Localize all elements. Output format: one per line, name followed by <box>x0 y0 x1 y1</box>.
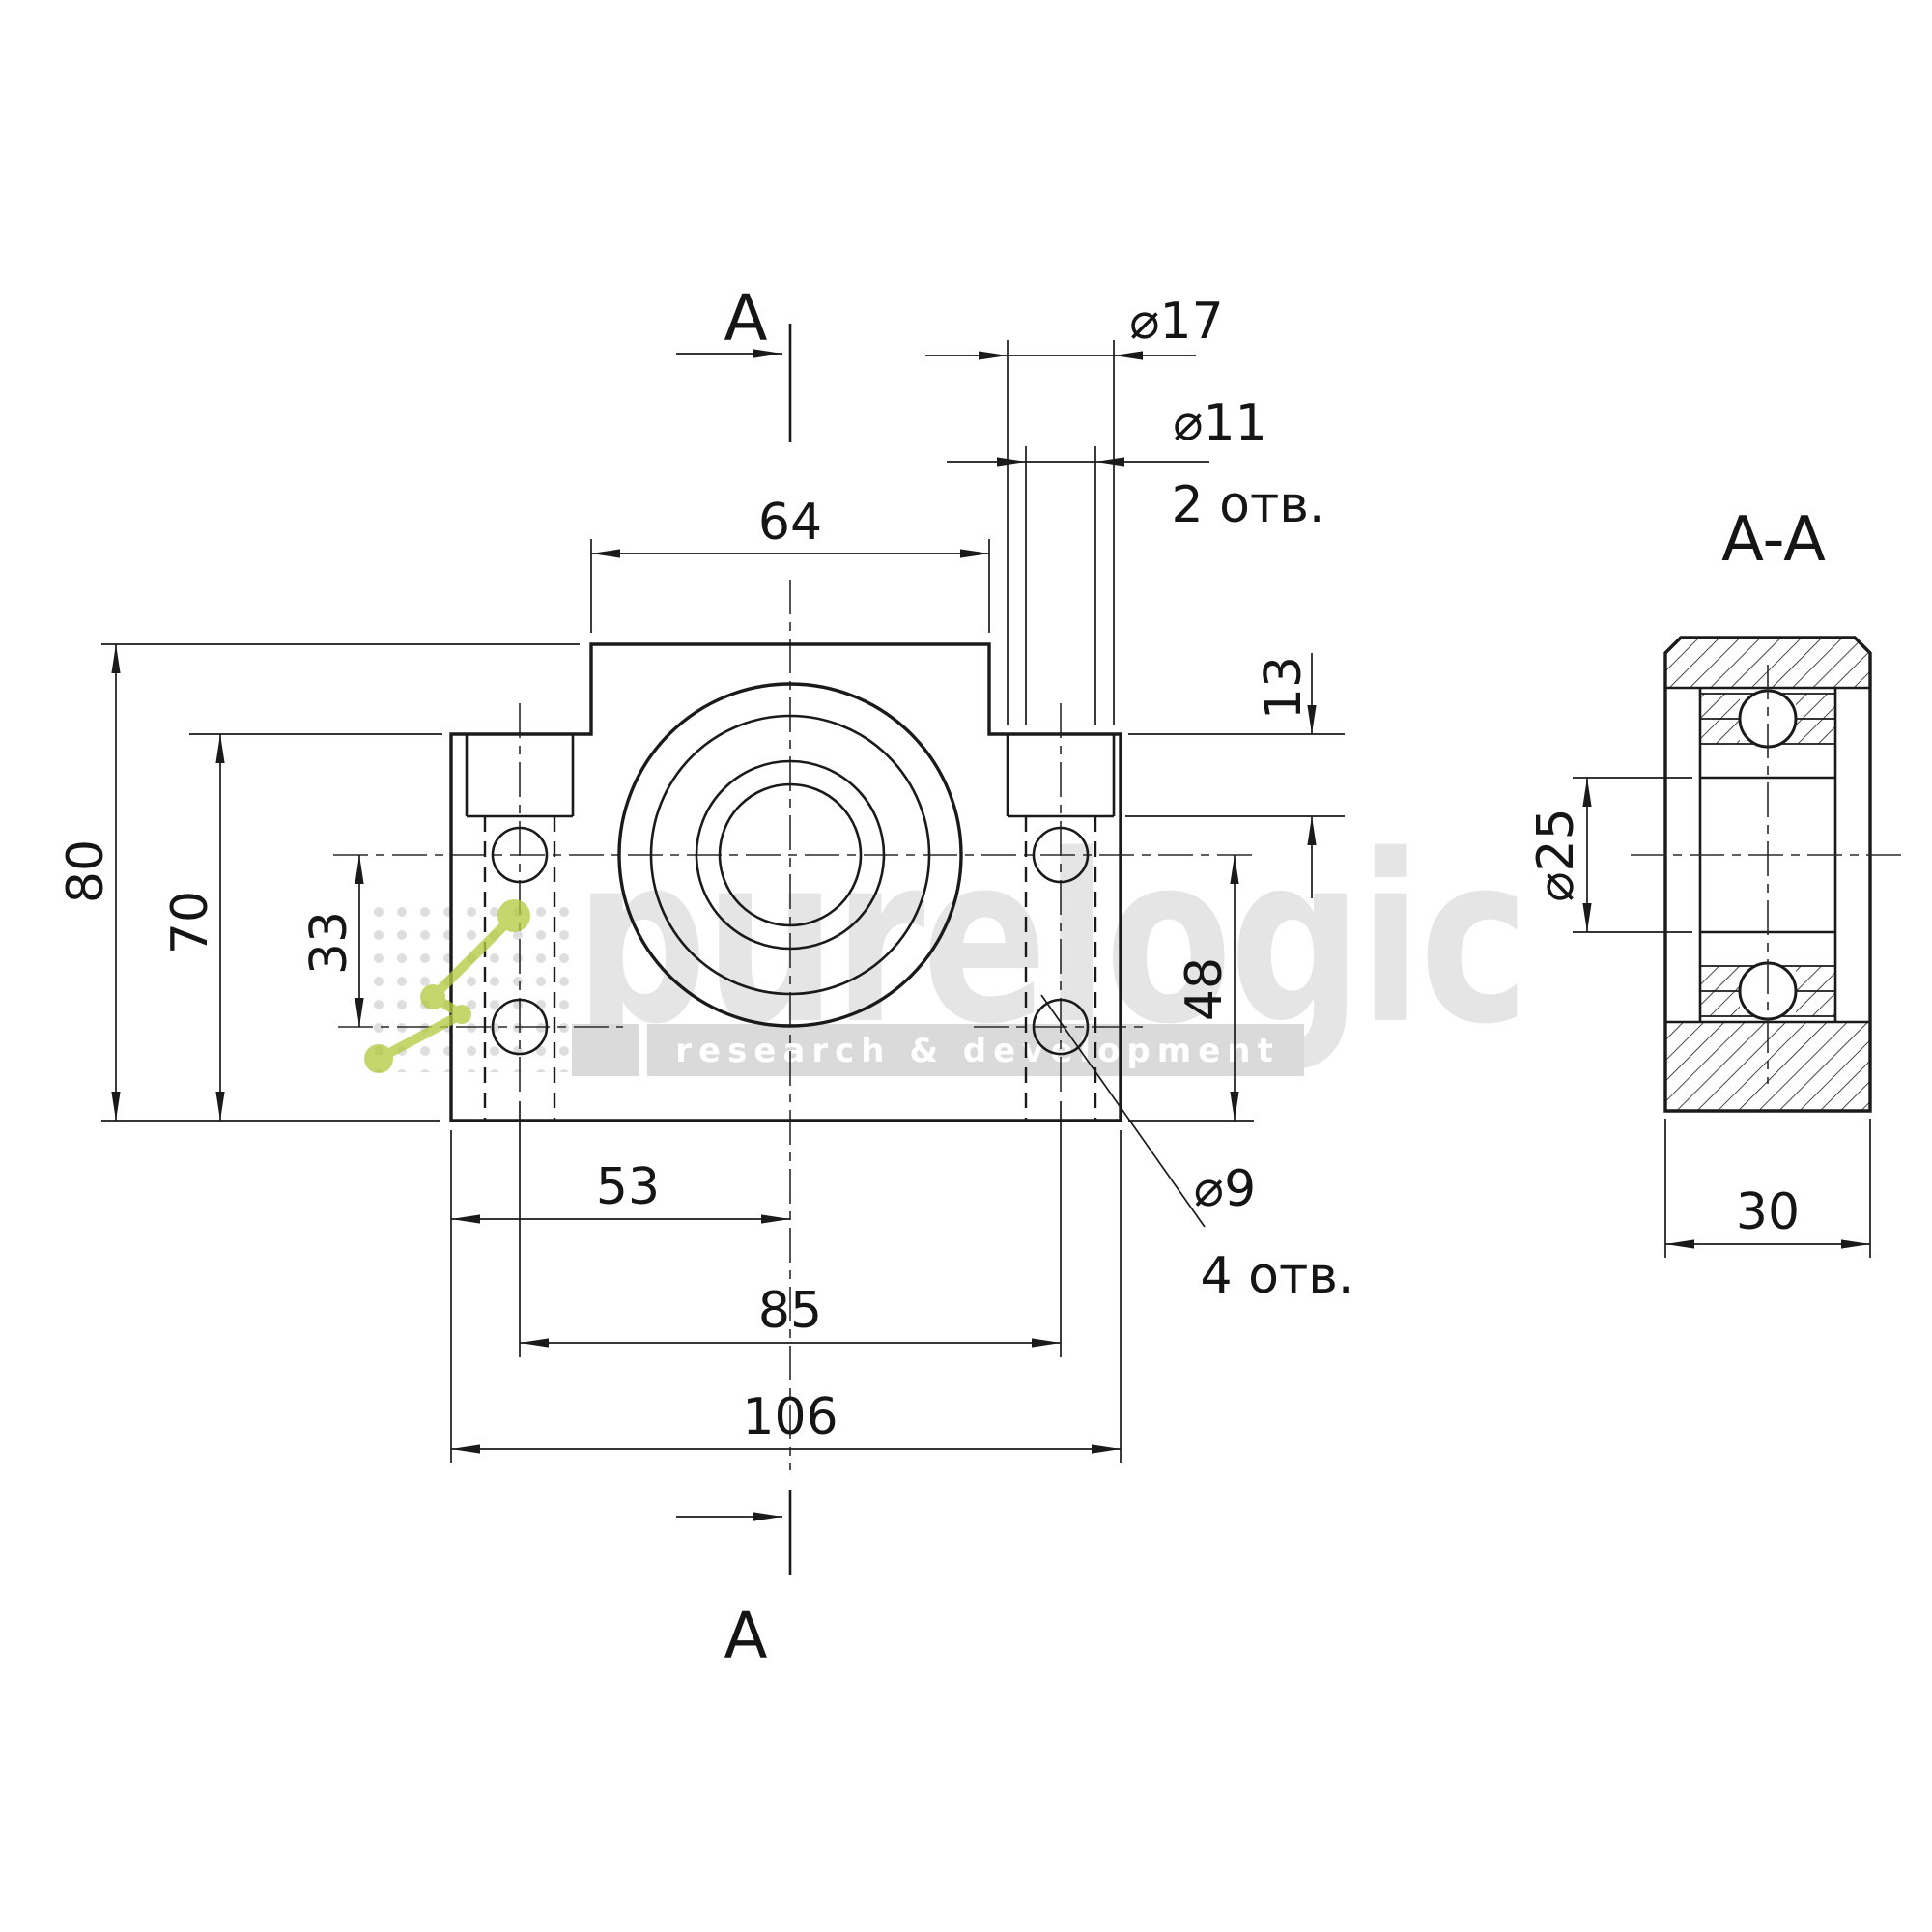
watermark-tagline-bar <box>647 1024 1304 1076</box>
mount-hole-top-right <box>1032 826 1090 884</box>
housing-top-hatch <box>1665 638 1870 688</box>
dim-counterbore-dia-label: ⌀17 <box>1129 293 1223 351</box>
dim-total-width-label: 106 <box>742 1388 838 1446</box>
dim-total-width: 106 <box>451 1130 1122 1463</box>
mount-holes <box>491 826 1090 1056</box>
dim-through-count-label: 2 отв. <box>1172 476 1325 534</box>
section-view-title: A-A <box>1721 504 1826 576</box>
dim-center-offset-label: 53 <box>596 1158 660 1216</box>
dim-top-width-label: 64 <box>758 494 822 552</box>
dim-body-width: 30 <box>1664 1119 1871 1258</box>
boss-circle <box>617 682 963 1028</box>
dim-center-offset: 53 <box>450 1130 790 1463</box>
dim-bore-dia-label: ⌀25 <box>1527 808 1585 901</box>
dim-hole-height-label: 48 <box>1176 957 1234 1021</box>
dim-base-height: 70 <box>161 733 442 1121</box>
dim-base-height-label: 70 <box>161 891 219 954</box>
dim-bolt-spacing-label: 85 <box>758 1282 822 1340</box>
dim-hole-vspacing-label: 33 <box>300 911 358 975</box>
section-mark-top-label: A <box>724 281 767 355</box>
dim-mount-count-label: 4 отв. <box>1201 1247 1354 1305</box>
logo-dot-1 <box>497 899 530 932</box>
watermark-tagline-text: research & development <box>675 1032 1279 1070</box>
bore-chamfer-circle <box>695 759 886 951</box>
section-mark-bottom-label: A <box>724 1599 767 1673</box>
race-hatch-top-left <box>1700 694 1740 744</box>
mount-hole-bottom-right <box>1032 998 1090 1056</box>
logo-dot-2 <box>420 984 445 1009</box>
dim-body-width-label: 30 <box>1736 1183 1800 1241</box>
bore-circle <box>718 782 863 927</box>
dim-through-dia-label: ⌀11 <box>1173 394 1266 452</box>
dim-hole-vspacing: 33 <box>300 855 364 1027</box>
race-hatch-bottom-right <box>1796 966 1835 1016</box>
bearing-seat-circle <box>649 714 931 996</box>
dim-mount-dia-label: ⌀9 <box>1194 1160 1256 1218</box>
front-view-dimensions: 64 ⌀17 ⌀11 2 отв. 13 <box>57 293 1353 1463</box>
dim-bore-dia: ⌀25 <box>1527 777 1692 933</box>
housing-outline <box>1663 636 1872 1113</box>
front-view <box>333 580 1258 1470</box>
mount-hole-top-left <box>491 826 549 884</box>
body-outline <box>449 642 1122 1122</box>
dim-mount-dia: ⌀9 4 отв. <box>1040 994 1354 1305</box>
dim-total-height-label: 80 <box>57 839 115 903</box>
dim-total-height: 80 <box>57 643 580 1122</box>
section-view: A-A <box>1527 504 1905 1258</box>
watermark-logo <box>364 899 530 1073</box>
race-hatch-bottom-left <box>1700 966 1740 1016</box>
dim-counterbore-dia: ⌀17 <box>925 293 1224 724</box>
logo-dot-3 <box>452 1005 471 1024</box>
dim-hole-height: 48 <box>1128 855 1254 1122</box>
dim-counterbore-depth: 13 <box>1125 653 1345 898</box>
dim-counterbore-depth-label: 13 <box>1255 656 1313 720</box>
bore-circles <box>617 682 963 1028</box>
section-cut-marks: A A <box>676 281 792 1673</box>
dim-top-width: 64 <box>590 494 990 633</box>
hidden-hole-lines <box>483 816 1097 1121</box>
dim-through-dia: ⌀11 2 отв. <box>947 394 1324 724</box>
watermark: purelogic research & development <box>370 805 1530 1076</box>
race-hatch-top-right <box>1796 694 1835 744</box>
dim-bolt-spacing: 85 <box>519 1101 1062 1357</box>
watermark-tagline-block <box>572 1024 639 1076</box>
mount-hole-bottom-left <box>491 998 549 1056</box>
logo-dot-4 <box>364 1044 393 1073</box>
